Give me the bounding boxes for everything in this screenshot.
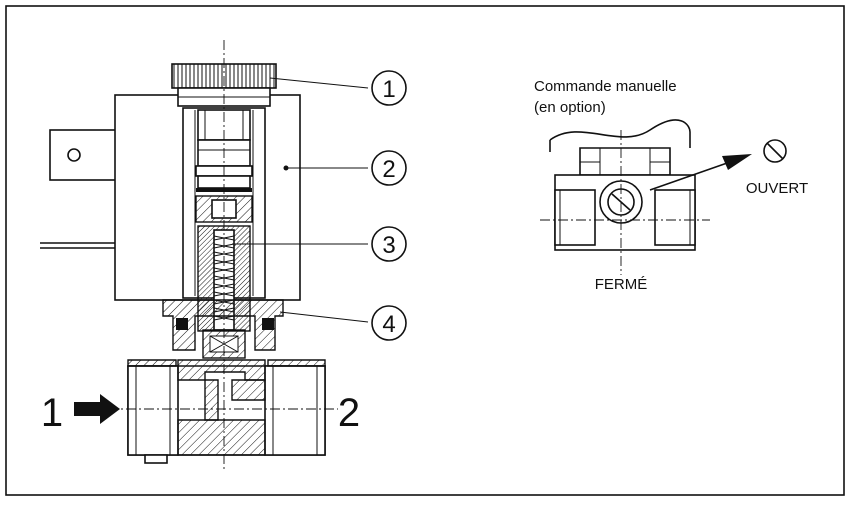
callout-4: 4 (371, 305, 407, 341)
closed-position-label: FERMÉ (595, 276, 648, 293)
callout-1: 1 (371, 70, 407, 106)
callout-4-label: 4 (382, 311, 395, 338)
outer-border (5, 5, 845, 496)
open-position-label: OUVERT (746, 180, 808, 197)
callout-3-label: 3 (382, 232, 395, 259)
callout-1-label: 1 (382, 76, 395, 103)
manual-override-inset: Commande manuelle (en option) OUVERT FER (534, 78, 808, 293)
flow-arrow-icon (74, 394, 120, 424)
inlet-port-label: 1 (41, 391, 63, 435)
electrical-connector (40, 129, 121, 249)
valve-cross-section (40, 40, 338, 470)
outlet-port-label: 2 (338, 391, 360, 435)
inset-subtitle: (en option) (534, 99, 606, 116)
callout-leaders (232, 77, 369, 323)
inset-title: Commande manuelle (534, 78, 677, 95)
callout-2: 2 (371, 150, 407, 186)
callout-2-label: 2 (382, 156, 395, 183)
callout-3: 3 (371, 226, 407, 262)
